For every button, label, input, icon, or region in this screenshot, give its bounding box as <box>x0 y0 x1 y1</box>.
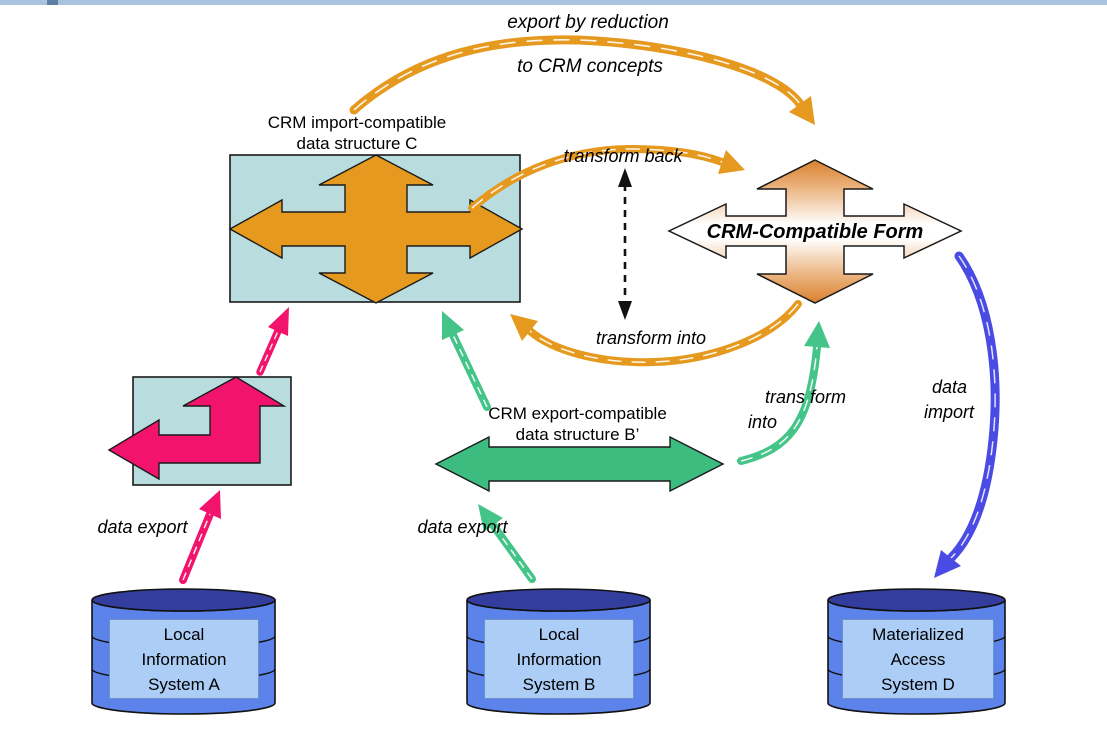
window-top-edge-accent <box>47 0 58 5</box>
arrowhead <box>442 311 464 340</box>
arrow-b-prime-to-c <box>442 311 491 411</box>
label-data-export-a: data export <box>97 517 188 537</box>
label-transform-into-2-line1: trans form <box>764 387 847 407</box>
system-a-line2: Information <box>141 649 227 669</box>
label-transform-back: transform back <box>563 146 683 166</box>
window-top-edge <box>0 0 1107 5</box>
curve-transform-into-green <box>737 321 830 465</box>
double-arrow-b-prime <box>434 435 725 493</box>
box-local-export-a <box>107 376 292 486</box>
system-b-line1: Local <box>538 624 580 644</box>
label-structure-b-line1: CRM export-compatible <box>488 404 667 423</box>
label-structure-b-line2: data structure B’ <box>515 425 640 444</box>
box-structure-c <box>228 154 524 304</box>
arrow-data-export-b <box>478 504 536 583</box>
arrowhead <box>268 307 289 336</box>
label-data-export-b: data export <box>417 517 508 537</box>
system-d-line3: System D <box>881 674 955 694</box>
label-export-by-reduction: export by reduction <box>507 12 669 33</box>
arrowhead <box>718 150 745 174</box>
label-structure-c-line2: data structure C <box>296 134 418 153</box>
arrow-data-export-a <box>179 490 221 584</box>
label-data-import-line2: import <box>923 402 974 422</box>
arrowhead <box>934 550 961 578</box>
arrowhead <box>478 504 503 532</box>
dashed-correspondence-arrow <box>618 168 632 320</box>
label-structure-b: CRM export-compatible data structure B’ <box>445 403 710 445</box>
curve-transform-back <box>468 144 745 212</box>
system-b-line3: System B <box>522 674 596 694</box>
label-data-import-line1: data <box>931 377 968 397</box>
system-a-line3: System A <box>148 674 220 694</box>
arrowhead <box>510 314 538 341</box>
bent-arrow-pink <box>107 376 287 481</box>
label-structure-c-line1: CRM import-compatible <box>267 113 447 132</box>
arrowhead <box>789 96 815 125</box>
system-a-line1: Local <box>163 624 205 644</box>
system-d-line2: Access <box>890 649 946 669</box>
arrowhead <box>804 321 830 348</box>
crm-compatible-form-shape <box>667 159 963 304</box>
system-d-line1: Materialized <box>872 624 964 644</box>
system-b-line2: Information <box>516 649 602 669</box>
curve-data-import <box>934 251 1000 578</box>
label-structure-c: CRM import-compatible data structure C <box>222 112 492 154</box>
cylinder-label-system-a: Local Information System A <box>109 619 259 699</box>
curve-transform-into <box>510 300 802 367</box>
arrowhead <box>199 490 221 519</box>
label-transform-into: transform into <box>595 328 707 348</box>
label-transform-into-2-line2: into <box>748 412 778 432</box>
label-crm-compatible-form: CRM-Compatible Form <box>706 221 924 243</box>
cylinder-label-system-d: Materialized Access System D <box>842 619 994 699</box>
curve-export-by-reduction <box>349 35 815 125</box>
label-to-crm-concepts: to CRM concepts <box>517 56 663 77</box>
quad-arrow-c <box>228 154 524 304</box>
arrow-pink-box-to-c <box>256 307 289 376</box>
cylinder-label-system-b: Local Information System B <box>484 619 634 699</box>
